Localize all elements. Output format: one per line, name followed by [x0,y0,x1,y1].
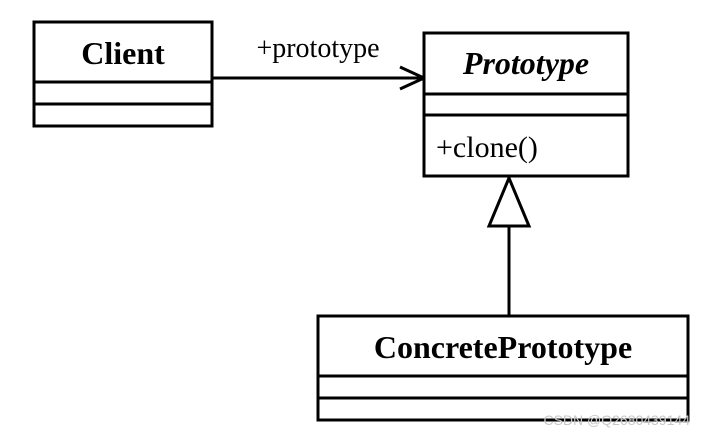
prototype-class: Prototype +clone() [422,31,630,178]
prototype-operation-clone: +clone() [436,131,538,164]
concrete-class-name: ConcretePrototype [374,329,632,365]
concrete-prototype-class: ConcretePrototype [316,314,690,422]
prototype-class-box [422,31,630,178]
generalization-relation [486,174,532,316]
generalization-triangle [486,174,532,228]
client-class-box [32,20,214,128]
prototype-association: +prototype [212,33,428,91]
association-role-label: +prototype [256,33,379,64]
client-class-name: Client [81,35,165,71]
watermark-text: CSDN @Q2680439144 [543,412,690,428]
client-class: Client [32,20,214,128]
prototype-class-name: Prototype [462,45,589,81]
concrete-class-box [316,314,690,422]
